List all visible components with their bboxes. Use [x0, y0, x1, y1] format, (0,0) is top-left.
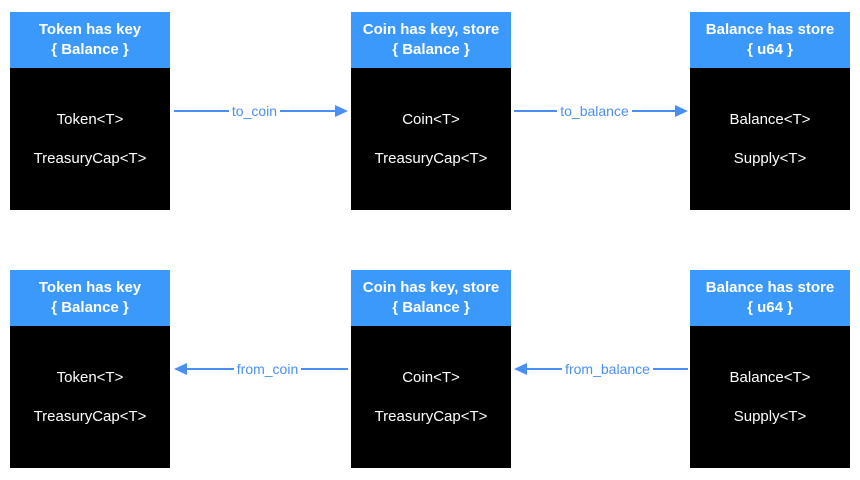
- box-body: Token<T> TreasuryCap<T>: [10, 326, 170, 468]
- box-field: Token<T>: [56, 111, 124, 128]
- box-body: Balance<T> Supply<T>: [690, 326, 850, 468]
- struct-box-balance-top: Balance has store { u64 } Balance<T> Sup…: [690, 12, 850, 210]
- arrow-line: [301, 368, 348, 370]
- box-title-line2: { Balance }: [392, 299, 470, 316]
- box-field: Balance<T>: [729, 111, 811, 128]
- arrow-to-balance: to_balance: [514, 103, 689, 119]
- arrow-label: to_balance: [560, 103, 629, 119]
- arrow-line: [280, 110, 335, 112]
- box-field: Coin<T>: [402, 369, 460, 386]
- box-field: TreasuryCap<T>: [374, 408, 488, 425]
- struct-box-token-top: Token has key { Balance } Token<T> Treas…: [10, 12, 170, 210]
- box-body: Coin<T> TreasuryCap<T>: [351, 326, 511, 468]
- arrow-line: [187, 368, 234, 370]
- box-field: Token<T>: [56, 369, 124, 386]
- box-header: Token has key { Balance }: [10, 270, 170, 326]
- box-title-line1: Balance has store: [705, 279, 835, 296]
- arrow-from-coin: from_coin: [174, 361, 348, 377]
- box-field: TreasuryCap<T>: [33, 408, 147, 425]
- arrowhead-left-icon: [514, 363, 527, 375]
- arrow-line: [631, 110, 676, 112]
- arrowhead-right-icon: [335, 105, 348, 117]
- box-title-line2: { Balance }: [51, 299, 129, 316]
- box-field: Supply<T>: [733, 408, 807, 425]
- arrow-line: [652, 368, 689, 370]
- struct-box-coin-bottom: Coin has key, store { Balance } Coin<T> …: [351, 270, 511, 468]
- box-title-line2: { Balance }: [392, 41, 470, 58]
- box-body: Coin<T> TreasuryCap<T>: [351, 68, 511, 210]
- arrow-line: [174, 110, 229, 112]
- box-field: TreasuryCap<T>: [374, 150, 488, 167]
- box-header: Balance has store { u64 }: [690, 12, 850, 68]
- box-header: Coin has key, store { Balance }: [351, 12, 511, 68]
- arrow-label: from_coin: [236, 361, 299, 377]
- box-field: Coin<T>: [402, 111, 460, 128]
- box-header: Coin has key, store { Balance }: [351, 270, 511, 326]
- box-field: Supply<T>: [733, 150, 807, 167]
- box-title-line2: { u64 }: [747, 299, 793, 316]
- arrowhead-right-icon: [675, 105, 689, 117]
- arrow-line: [514, 110, 558, 112]
- box-title-line1: Coin has key, store: [362, 21, 500, 38]
- box-title-line2: { u64 }: [747, 41, 793, 58]
- arrow-label: to_coin: [231, 103, 278, 119]
- struct-box-token-bottom: Token has key { Balance } Token<T> Treas…: [10, 270, 170, 468]
- box-title-line2: { Balance }: [51, 41, 129, 58]
- box-title-line1: Token has key: [38, 21, 142, 38]
- box-body: Token<T> TreasuryCap<T>: [10, 68, 170, 210]
- box-field: TreasuryCap<T>: [33, 150, 147, 167]
- arrow-to-coin: to_coin: [174, 103, 348, 119]
- struct-box-balance-bottom: Balance has store { u64 } Balance<T> Sup…: [690, 270, 850, 468]
- box-title-line1: Token has key: [38, 279, 142, 296]
- arrow-line: [527, 368, 563, 370]
- struct-box-coin-top: Coin has key, store { Balance } Coin<T> …: [351, 12, 511, 210]
- box-header: Token has key { Balance }: [10, 12, 170, 68]
- box-field: Balance<T>: [729, 369, 811, 386]
- box-header: Balance has store { u64 }: [690, 270, 850, 326]
- box-title-line1: Coin has key, store: [362, 279, 500, 296]
- box-body: Balance<T> Supply<T>: [690, 68, 850, 210]
- arrowhead-left-icon: [174, 363, 187, 375]
- box-title-line1: Balance has store: [705, 21, 835, 38]
- arrow-from-balance: from_balance: [514, 361, 689, 377]
- arrow-label: from_balance: [565, 361, 650, 377]
